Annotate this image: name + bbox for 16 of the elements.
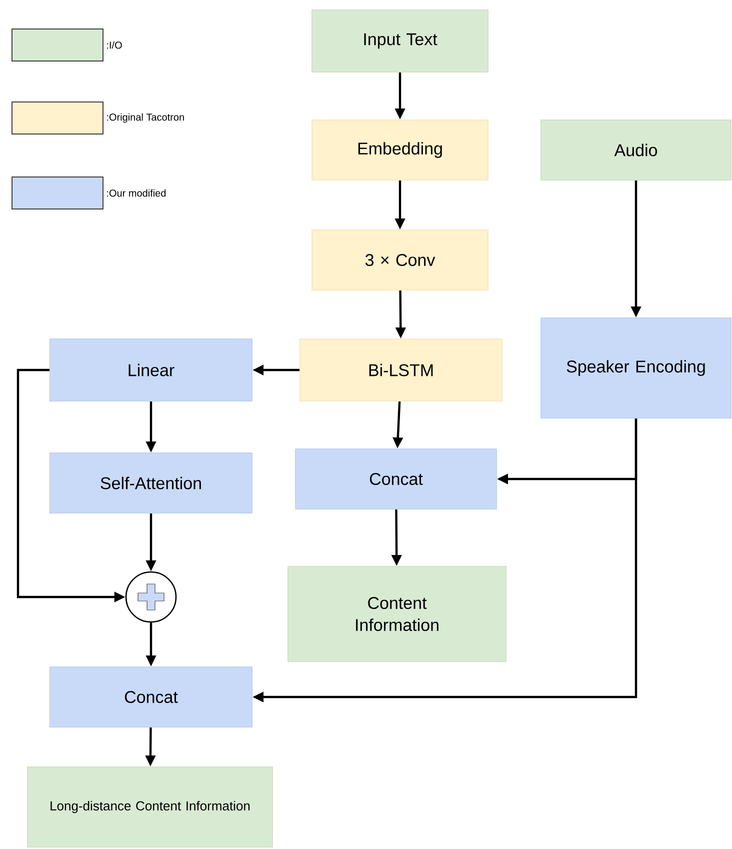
process-box: Bi-LSTM <box>300 338 502 402</box>
process-box: Content Information <box>288 566 506 662</box>
process-box: Concat <box>295 448 497 510</box>
process-box: Concat <box>50 666 252 728</box>
process-box: Self-Attention <box>50 452 252 514</box>
legend-label: :Original Tacotron <box>107 113 184 123</box>
legend-label: :Our modified <box>107 189 166 197</box>
legend-label: :I/O <box>107 41 122 49</box>
process-box: Long-distance Content Information <box>27 766 273 848</box>
process-box: Audio <box>540 120 732 180</box>
adder-circle <box>125 571 177 623</box>
process-box: Linear <box>50 338 252 402</box>
process-box: Embedding <box>312 120 488 180</box>
process-box: Speaker Encoding <box>540 318 732 418</box>
process-box: 3 × Conv <box>312 230 488 290</box>
process-box: Input Text <box>312 10 488 72</box>
